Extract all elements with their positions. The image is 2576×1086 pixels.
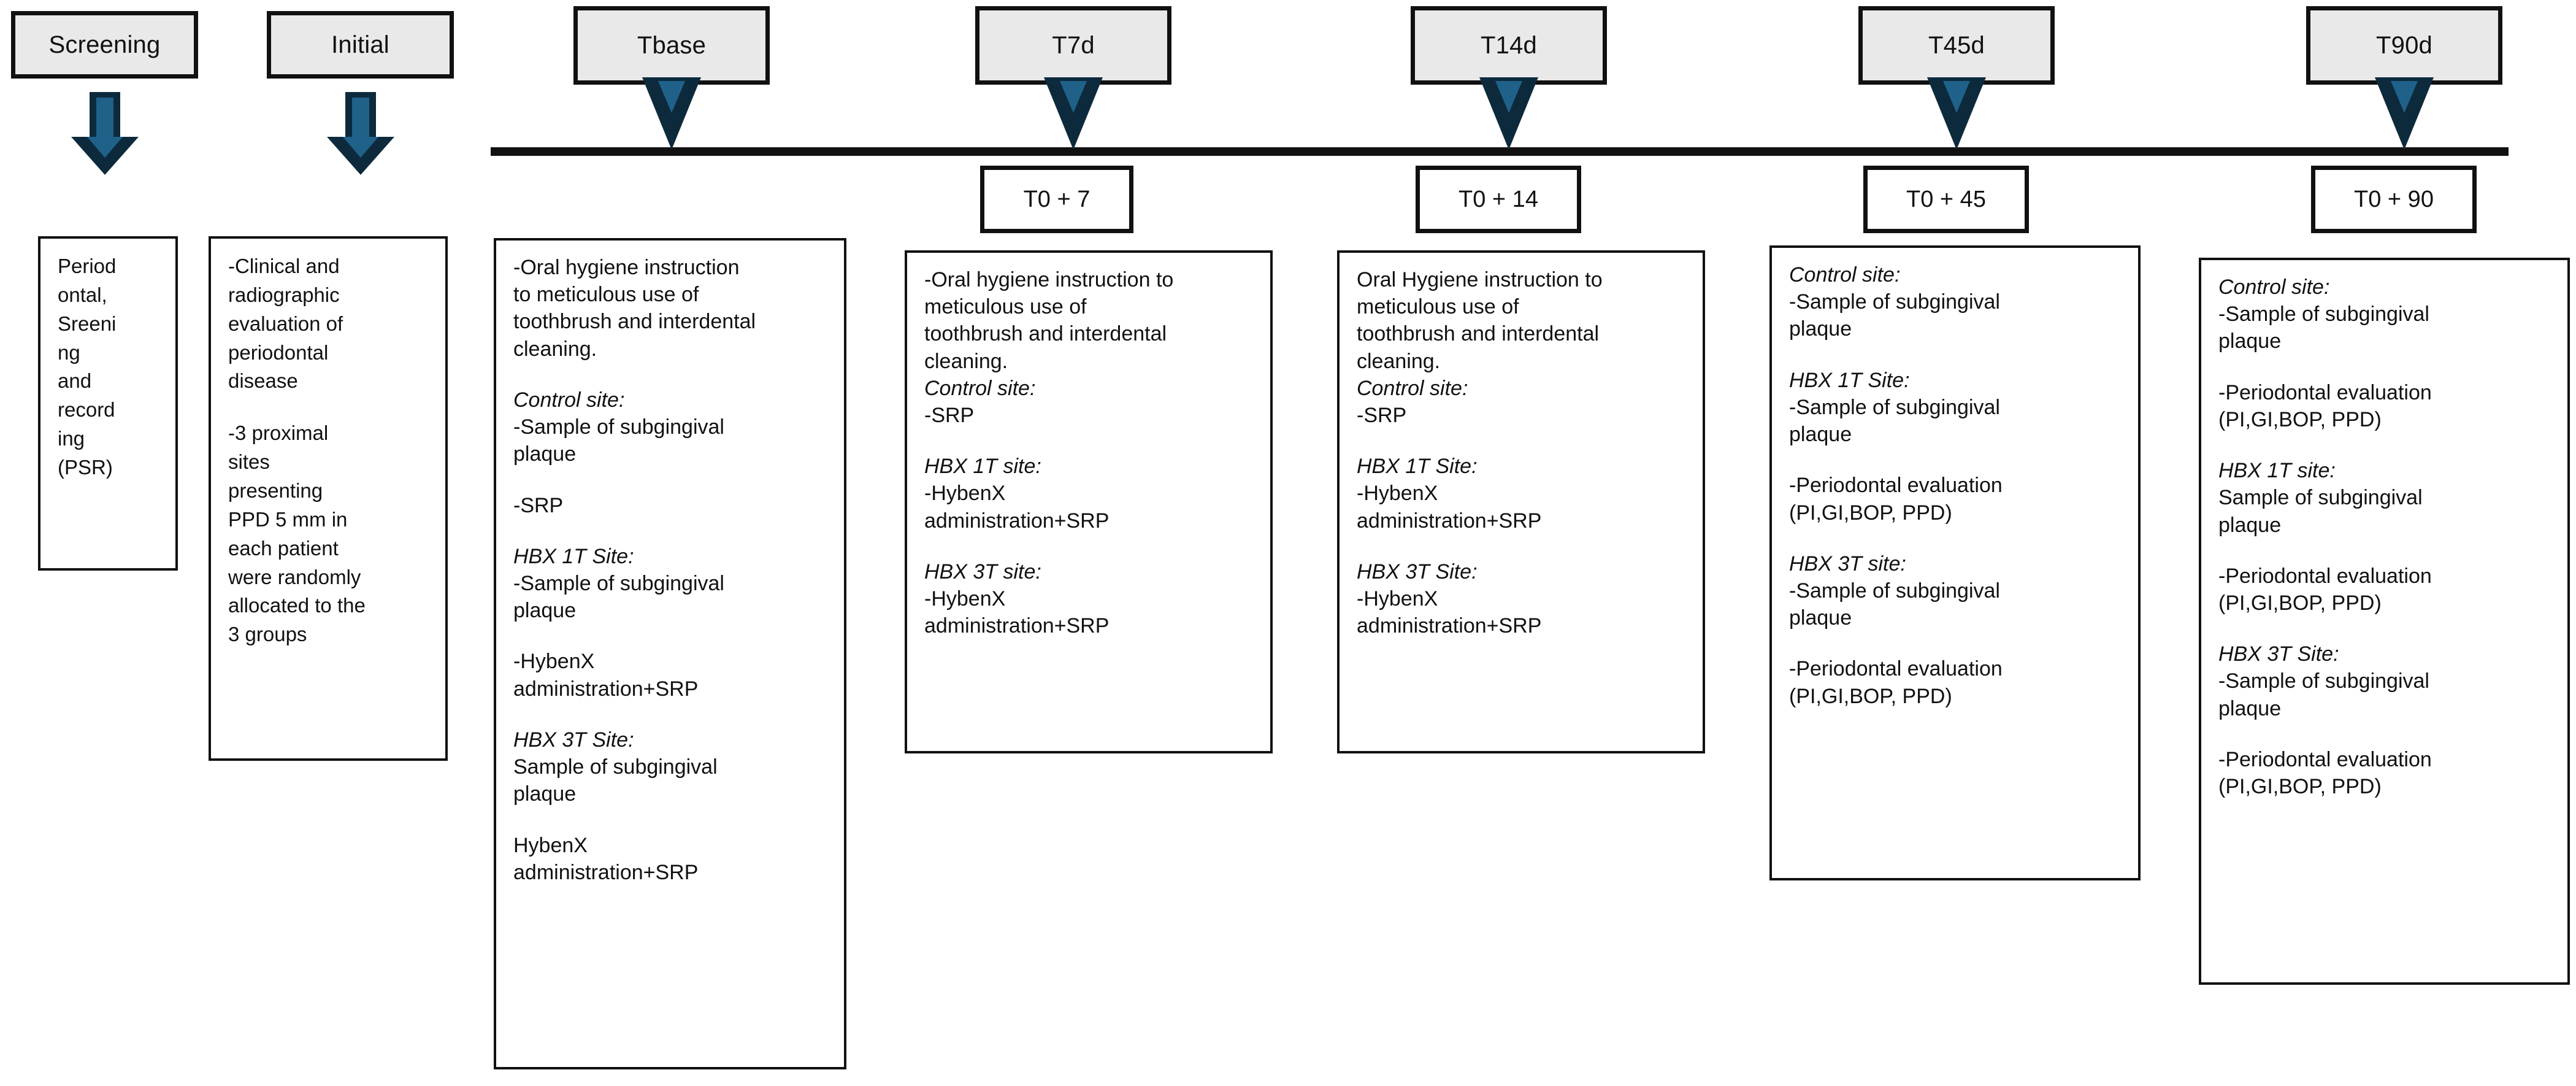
phase-box-t14d: T14d	[1411, 6, 1607, 85]
timeline-marker-icon-t90d	[2375, 77, 2434, 151]
content-line: -Periodontal evaluation (PI,GI,BOP, PPD)	[2218, 564, 2432, 615]
phase-label-t14d: T14d	[1481, 31, 1537, 59]
content-line: -HybenX administration+SRP	[1357, 587, 1542, 638]
phase-label-t90d: T90d	[2376, 31, 2432, 59]
content-line: -Sample of subgingival plaque	[1789, 395, 2000, 447]
timeline-marker-icon-t45d	[1927, 77, 1986, 151]
content-line: HBX 1T Site:	[513, 544, 634, 568]
content-line: -Clinical and radiographic evaluation of…	[228, 255, 343, 393]
content-line: -Periodontal evaluation (PI,GI,BOP, PPD)	[1789, 657, 2003, 708]
tick-box-t0-plus-90: T0 + 90	[2311, 166, 2477, 233]
phase-label-t45d: T45d	[1928, 31, 1985, 59]
content-box-tbase: -Oral hygiene instruction to meticulous …	[494, 238, 846, 1069]
content-line: -Sample of subgingival plaque	[513, 571, 724, 623]
content-line: -Sample of subgingival plaque	[513, 415, 724, 466]
content-line: Control site:	[1357, 376, 1468, 400]
content-line: HybenX administration+SRP	[513, 833, 699, 884]
phase-box-t90d: T90d	[2306, 6, 2502, 85]
content-box-t14d: Oral Hygiene instruction to meticulous u…	[1337, 250, 1705, 753]
content-line: HBX 3T site:	[924, 560, 1041, 583]
content-line: HBX 3T Site:	[513, 728, 634, 752]
content-line: -SRP	[513, 493, 564, 517]
phase-label-screening: Screening	[48, 31, 161, 58]
tick-label-t0-plus-7: T0 + 7	[1023, 186, 1091, 212]
tick-label-t0-plus-45: T0 + 45	[1906, 186, 1986, 212]
content-line: -Sample of subgingival plaque	[1789, 579, 2000, 630]
phase-box-screening: Screening	[11, 11, 198, 79]
tick-box-t0-plus-45: T0 + 45	[1863, 166, 2029, 233]
content-line: -Sample of subgingival plaque	[2218, 302, 2429, 353]
tick-label-t0-plus-90: T0 + 90	[2354, 186, 2434, 212]
content-line: Period ontal, Sreeni ng and record ing (…	[58, 255, 117, 479]
content-line: -Periodontal evaluation (PI,GI,BOP, PPD)	[2218, 380, 2432, 431]
content-box-t7d: -Oral hygiene instruction to meticulous …	[905, 250, 1273, 753]
content-line: -Periodontal evaluation (PI,GI,BOP, PPD)	[1789, 474, 2003, 525]
content-line: -3 proximal sites presenting PPD 5 mm in…	[228, 422, 366, 646]
timeline-marker-icon-tbase	[642, 77, 701, 151]
content-line: -SRP	[1357, 403, 1407, 427]
content-box-screening: Period ontal, Sreeni ng and record ing (…	[38, 236, 178, 571]
content-line: Sample of subgingival plaque	[2218, 486, 2423, 537]
timeline-marker-icon-t7d	[1044, 77, 1103, 151]
content-line: HBX 3T Site:	[2218, 642, 2339, 666]
content-line: HBX 3T site:	[1789, 552, 1906, 576]
phase-box-initial: Initial	[267, 11, 454, 79]
timeline-axis	[491, 147, 2509, 156]
content-line: HBX 1T site:	[924, 455, 1041, 479]
content-line: HBX 3T Site:	[1357, 560, 1478, 583]
content-line: -Oral hygiene instruction to meticulous …	[513, 256, 756, 361]
content-line: Oral Hygiene instruction to meticulous u…	[1357, 268, 1603, 373]
content-line: -HybenX administration+SRP	[924, 482, 1110, 533]
content-box-t90d: Control site: -Sample of subgingival plaq…	[2199, 258, 2570, 985]
content-box-initial: -Clinical and radiographic evaluation of…	[209, 236, 448, 761]
content-line: Control site:	[924, 376, 1036, 400]
content-line: -SRP	[924, 403, 975, 427]
timeline-marker-icon-t14d	[1479, 77, 1538, 151]
tick-box-t0-plus-14: T0 + 14	[1416, 166, 1581, 233]
tick-label-t0-plus-14: T0 + 14	[1459, 186, 1538, 212]
content-line: -Sample of subgingival plaque	[1789, 290, 2000, 341]
content-line: -Periodontal evaluation (PI,GI,BOP, PPD)	[2218, 747, 2432, 799]
content-line: -HybenX administration+SRP	[924, 587, 1110, 638]
content-line: -Oral hygiene instruction to meticulous …	[924, 268, 1174, 373]
content-line: -Sample of subgingival plaque	[2218, 669, 2429, 720]
phase-box-t45d: T45d	[1858, 6, 2055, 85]
tick-box-t0-plus-7: T0 + 7	[980, 166, 1133, 233]
down-arrow-icon-initial	[327, 92, 394, 175]
content-line: HBX 1T Site:	[1789, 368, 1910, 392]
content-line: Control site:	[1789, 263, 1901, 287]
content-line: Sample of subgingival plaque	[513, 755, 718, 806]
phase-label-initial: Initial	[331, 31, 389, 58]
content-line: -HybenX administration+SRP	[513, 650, 699, 701]
phase-box-tbase: Tbase	[573, 6, 770, 85]
content-line: Control site:	[513, 388, 625, 412]
content-line: HBX 1T Site:	[1357, 455, 1478, 479]
phase-label-t7d: T7d	[1052, 31, 1095, 59]
content-line: HBX 1T site:	[2218, 459, 2336, 483]
content-line: Control site:	[2218, 275, 2330, 299]
phase-label-tbase: Tbase	[637, 31, 707, 59]
content-line: -HybenX administration+SRP	[1357, 482, 1542, 533]
down-arrow-icon-screening	[71, 92, 139, 175]
content-box-t45d: Control site: -Sample of subgingival plaq…	[1769, 245, 2141, 880]
phase-box-t7d: T7d	[975, 6, 1171, 85]
